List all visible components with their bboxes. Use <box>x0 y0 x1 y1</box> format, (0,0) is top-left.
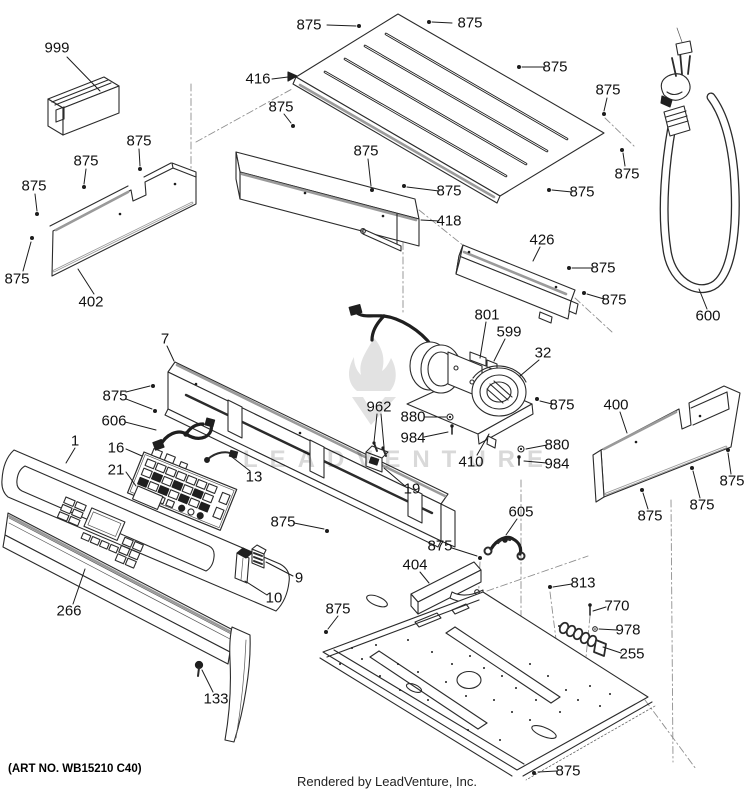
part-16-keyboard <box>126 447 238 531</box>
base-holes <box>339 639 611 741</box>
part-255-comb <box>558 621 607 657</box>
arrowhead-416 <box>287 71 298 82</box>
screw-984-left <box>450 424 454 435</box>
part-600-hose <box>659 27 740 294</box>
hose-coupling <box>663 105 691 137</box>
part-402-left-panel <box>49 162 197 277</box>
part-999-box <box>47 76 120 136</box>
motor-wires <box>354 310 434 348</box>
base-ribs <box>369 626 561 730</box>
end-bracket <box>224 626 251 743</box>
fasteners <box>30 20 730 775</box>
part-400-right-panel <box>592 385 741 503</box>
part-13-wire <box>204 449 239 463</box>
part-10-bracket <box>234 547 253 584</box>
blower-assembly <box>348 304 534 449</box>
part-1-control-panel <box>1 449 290 612</box>
part-418-duct-cover <box>235 151 420 252</box>
panel-overlay-buttons <box>56 496 144 569</box>
hose-wires <box>671 27 693 77</box>
leader-lines <box>22 21 732 773</box>
part-605-clip <box>483 535 526 561</box>
hose-elbow <box>660 73 691 108</box>
part-606-harness <box>152 417 216 451</box>
part-266-trim <box>2 512 251 743</box>
screw-984-right <box>517 455 521 466</box>
art-number-text: (ART NO. WB15210 C40) <box>8 763 142 775</box>
rendered-by-text: Rendered by LeadVenture, Inc. <box>297 774 477 789</box>
base-panel <box>319 591 656 781</box>
screw-770 <box>588 603 592 616</box>
screws-962 <box>372 441 387 457</box>
washer-880-left <box>446 413 454 421</box>
part-426-bracket <box>455 244 579 324</box>
nut-978 <box>592 626 598 632</box>
washer-880-right <box>517 445 525 453</box>
part-416-top-cover <box>287 13 605 204</box>
part-9-bracket <box>251 544 267 569</box>
part-21-overlay <box>131 485 164 510</box>
part-133-bolt <box>194 660 204 677</box>
